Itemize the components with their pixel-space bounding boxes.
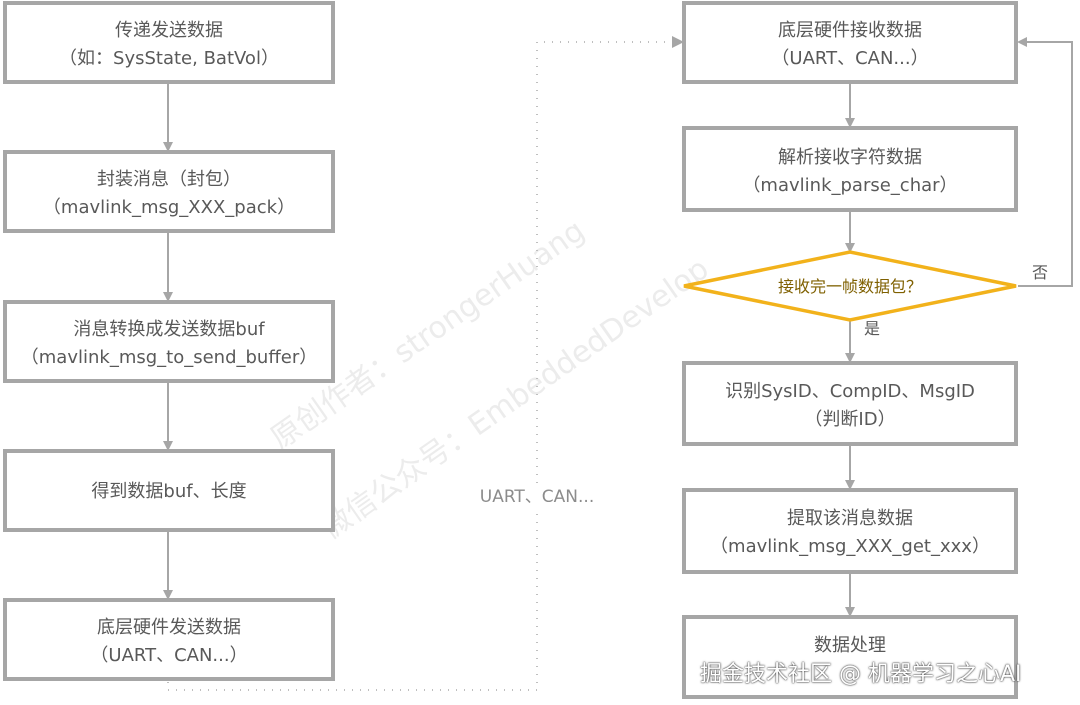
svg-text:识别SysID、CompID、MsgID: 识别SysID、CompID、MsgID xyxy=(725,381,975,402)
transmission-link xyxy=(167,41,676,691)
svg-text:（UART、CAN...）: （UART、CAN...） xyxy=(771,48,928,69)
svg-text:底层硬件发送数据: 底层硬件发送数据 xyxy=(97,617,241,638)
decision-frame-complete: 接收完一帧数据包？ xyxy=(683,250,1017,322)
svg-text:（判断ID）: （判断ID） xyxy=(804,409,895,430)
receiver-step-3: 识别SysID、CompID、MsgID （判断ID） xyxy=(682,361,1018,446)
svg-text:得到数据buf、长度: 得到数据buf、长度 xyxy=(91,481,246,502)
svg-text:（UART、CAN...）: （UART、CAN...） xyxy=(90,645,247,666)
svg-text:（mavlink_msg_XXX_get_xxx）: （mavlink_msg_XXX_get_xxx） xyxy=(710,536,990,557)
sender-step-4: 得到数据buf、长度 xyxy=(3,449,335,532)
receiver-step-5: 数据处理 xyxy=(682,615,1018,699)
receiver-step-2: 解析接收字符数据 （mavlink_parse_char） xyxy=(682,126,1018,212)
receiver-step-4: 提取该消息数据 （mavlink_msg_XXX_get_xxx） xyxy=(682,488,1018,574)
svg-text:（mavlink_parse_char）: （mavlink_parse_char） xyxy=(742,175,957,196)
svg-text:提取该消息数据: 提取该消息数据 xyxy=(787,508,913,529)
svg-text:数据处理: 数据处理 xyxy=(814,635,886,656)
svg-text:封装消息（封包）: 封装消息（封包） xyxy=(97,169,241,190)
sender-step-3: 消息转换成发送数据buf （mavlink_msg_to_send_buffer… xyxy=(3,300,335,383)
svg-text:传递发送数据: 传递发送数据 xyxy=(115,20,223,41)
link-arrowhead xyxy=(672,36,684,48)
receiver-step-1: 底层硬件接收数据 （UART、CAN...） xyxy=(682,1,1018,84)
svg-text:解析接收字符数据: 解析接收字符数据 xyxy=(778,147,922,168)
svg-text:（mavlink_msg_XXX_pack）: （mavlink_msg_XXX_pack） xyxy=(43,197,295,218)
decision-yes-label: 是 xyxy=(864,319,880,338)
link-label: UART、CAN... xyxy=(480,487,594,507)
decision-no-label: 否 xyxy=(1032,263,1048,282)
sender-step-5: 底层硬件发送数据 （UART、CAN...） xyxy=(3,598,335,681)
site-watermark: 掘金技术社区 @ 机器学习之心AI xyxy=(700,662,1022,687)
svg-text:（如：SysState, BatVol）: （如：SysState, BatVol） xyxy=(59,48,279,69)
svg-text:（mavlink_msg_to_send_buffer）: （mavlink_msg_to_send_buffer） xyxy=(21,347,317,368)
svg-text:接收完一帧数据包？: 接收完一帧数据包？ xyxy=(778,277,922,296)
receiver-arrows xyxy=(845,37,1073,617)
sender-step-2: 封装消息（封包） （mavlink_msg_XXX_pack） xyxy=(3,150,335,233)
sender-step-1: 传递发送数据 （如：SysState, BatVol） xyxy=(3,1,335,84)
svg-text:消息转换成发送数据buf: 消息转换成发送数据buf xyxy=(73,319,265,340)
svg-text:底层硬件接收数据: 底层硬件接收数据 xyxy=(778,20,922,41)
